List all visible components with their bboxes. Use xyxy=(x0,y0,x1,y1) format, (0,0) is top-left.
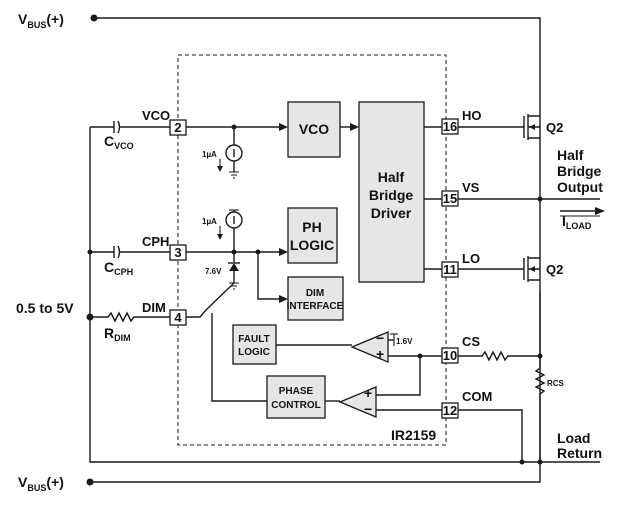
zener-diode: 7.6V xyxy=(205,252,240,290)
pin-vs: 15 VS xyxy=(424,180,480,207)
pin-com-label: COM xyxy=(462,389,492,404)
current-source-1: 1µA xyxy=(202,144,243,179)
pin-vco-label: VCO xyxy=(142,108,170,123)
pin-vco: VCO 2 xyxy=(142,108,187,136)
pin-cs-label: CS xyxy=(462,334,480,349)
wire-com xyxy=(458,409,523,462)
dim-interface-line-1: DIM xyxy=(306,288,324,299)
comparator-phase-plus: + xyxy=(364,385,372,401)
pin-cs: 10 CS xyxy=(441,334,480,364)
ref-label: 1.6V xyxy=(396,337,413,346)
mosfet-high: Q2 xyxy=(458,112,563,140)
pin-lo: 11 LO xyxy=(424,251,480,278)
r-dim-label: RDIM xyxy=(104,325,131,343)
ph-logic-line-2: LOGIC xyxy=(290,237,334,253)
q-low-label: Q2 xyxy=(546,262,563,277)
load-return-line-2: Return xyxy=(557,445,602,461)
driver-line-2: Bridge xyxy=(369,187,414,203)
pin-cph-num: 3 xyxy=(174,245,181,260)
current-1-label: 1µA xyxy=(202,150,217,159)
comparator-fault-plus: + xyxy=(376,346,384,362)
pin-vs-label: VS xyxy=(462,180,480,195)
pin-ho-label: HO xyxy=(462,108,482,123)
mosfet-low: Q2 xyxy=(458,254,563,292)
rcs-label: RCS xyxy=(547,379,565,388)
chip-name: IR2159 xyxy=(391,427,436,443)
fault-logic-block xyxy=(232,324,277,365)
q-high-label: Q2 xyxy=(546,120,563,135)
output-line-1: Half xyxy=(557,147,584,163)
pin-vs-num: 15 xyxy=(443,191,457,206)
pin-dim-num: 4 xyxy=(174,310,182,325)
pin-cph: CPH 3 xyxy=(142,234,187,261)
comparator-fault-minus: − xyxy=(376,330,384,346)
zener-label: 7.6V xyxy=(205,267,222,276)
driver-line-3: Driver xyxy=(371,205,412,221)
pin-lo-num: 11 xyxy=(443,262,457,277)
c-vco: CVCO xyxy=(90,120,170,151)
comparator-phase: + − xyxy=(338,356,442,418)
dim-interface-line-2: INTERFACE xyxy=(287,301,344,312)
vbus-top-label: VBUS(+) xyxy=(18,11,64,30)
phase-control-line-2: CONTROL xyxy=(271,400,320,411)
pin-cph-label: CPH xyxy=(142,234,169,249)
phase-control-block xyxy=(266,375,326,419)
load-return-line-1: Load xyxy=(557,430,590,446)
c-cph: CCPH xyxy=(90,245,170,277)
driver-line-1: Half xyxy=(378,169,405,185)
iload-label: ILOAD xyxy=(562,213,592,231)
vbus-bottom-label: VBUS(+) xyxy=(18,474,64,493)
vbus-top-rail xyxy=(94,17,541,112)
pin-dim: DIM 4 xyxy=(142,300,187,326)
dim-switch xyxy=(205,282,235,311)
pin-com: 12 COM xyxy=(441,389,492,419)
current-2-label: 1µA xyxy=(202,217,217,226)
left-return-rail xyxy=(89,127,600,463)
pin-cs-num: 10 xyxy=(443,348,457,363)
output-line-2: Bridge xyxy=(557,163,602,179)
pin-vco-num: 2 xyxy=(174,120,181,135)
pin-dim-label: DIM xyxy=(142,300,166,315)
comparator-fault: − + 1.6V xyxy=(350,330,420,363)
ph-logic-block xyxy=(287,207,338,264)
fault-logic-line-1: FAULT xyxy=(238,334,269,345)
comparator-phase-minus: − xyxy=(364,401,372,417)
vco-block xyxy=(287,101,341,158)
vco-block-label: VCO xyxy=(299,121,329,137)
pin-ho-num: 16 xyxy=(443,119,457,134)
phase-control-line-1: PHASE xyxy=(279,386,314,397)
rcs-resistor: RCS xyxy=(534,292,565,462)
dim-input: 0.5 to 5V RDIM xyxy=(16,300,170,343)
fault-logic-line-2: LOGIC xyxy=(238,347,270,358)
dim-interface-block xyxy=(287,276,344,321)
dim-input-label: 0.5 to 5V xyxy=(16,300,74,316)
pin-lo-label: LO xyxy=(462,251,480,266)
driver-block xyxy=(358,101,425,283)
pin-com-num: 12 xyxy=(443,403,457,418)
wire-phase-feedback xyxy=(211,313,267,402)
ph-logic-line-1: PH xyxy=(302,219,321,235)
output-line-3: Output xyxy=(557,179,603,195)
vbus-top: VBUS(+) xyxy=(18,11,541,112)
c-vco-label: CVCO xyxy=(104,133,134,151)
c-cph-label: CCPH xyxy=(104,259,133,277)
pin-ho: 16 HO xyxy=(424,108,482,135)
current-source-2: 1µA xyxy=(202,209,243,252)
